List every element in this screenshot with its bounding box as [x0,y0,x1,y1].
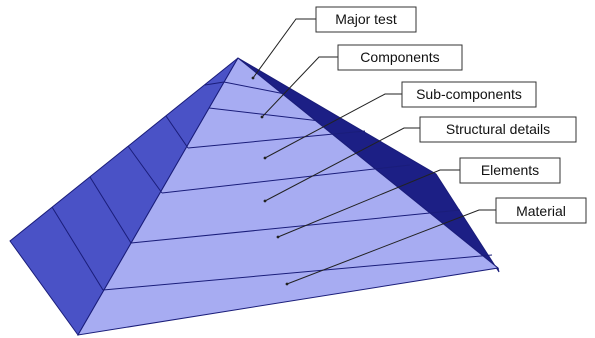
leader-dots [251,76,289,286]
leader-components [261,56,338,118]
label-material: Material [495,197,587,224]
leader-major-test [252,18,316,79]
leader-sub-components [264,93,402,159]
label-elements: Elements [459,157,561,184]
leader-elements [277,169,460,238]
label-major-test: Major test [315,6,417,33]
label-structural-details: Structural details [419,116,577,143]
label-text: Components [360,49,439,65]
left-face-dividers [51,81,225,291]
label-text: Structural details [446,121,550,137]
label-text: Material [516,203,566,219]
leader-lines [252,18,496,285]
tier-lines [102,81,493,291]
label-text: Sub-components [416,86,522,102]
leader-structural-details [264,127,420,202]
label-components: Components [337,44,463,71]
label-text: Major test [335,11,397,27]
label-text: Elements [481,162,539,178]
label-sub-components: Sub-components [401,81,537,108]
pyramid-front-face [77,57,500,336]
leader-material [286,209,496,285]
